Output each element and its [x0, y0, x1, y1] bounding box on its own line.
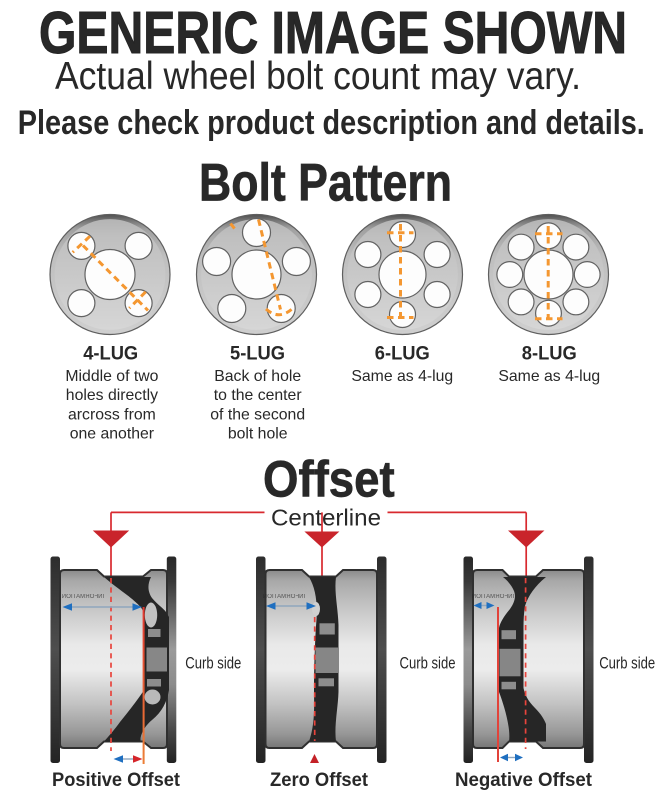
svg-text:INFORMATION: INFORMATION	[472, 594, 515, 600]
svg-text:one another: one another	[70, 425, 154, 442]
svg-text:5-LUG: 5-LUG	[230, 343, 285, 364]
svg-text:Centerline: Centerline	[271, 505, 381, 531]
svg-text:Curb side: Curb side	[185, 653, 241, 672]
svg-text:INFORMATION: INFORMATION	[62, 594, 105, 600]
svg-text:Curb side: Curb side	[400, 653, 456, 672]
svg-text:to the center: to the center	[214, 387, 302, 404]
svg-text:Bolt Pattern: Bolt Pattern	[199, 154, 452, 213]
svg-text:bolt hole: bolt hole	[228, 425, 288, 442]
svg-text:Middle of two: Middle of two	[65, 368, 158, 385]
svg-text:Actual wheel bolt count may va: Actual wheel bolt count may vary.	[55, 55, 581, 98]
svg-text:8-LUG: 8-LUG	[522, 343, 577, 364]
svg-text:Same as 4-lug: Same as 4-lug	[351, 368, 453, 385]
svg-text:Please check product descripti: Please check product description and det…	[18, 104, 645, 142]
svg-text:Curb side: Curb side	[599, 653, 655, 672]
svg-text:Positive Offset: Positive Offset	[52, 770, 181, 791]
svg-text:of the second: of the second	[210, 406, 305, 423]
svg-text:Same as 4-lug: Same as 4-lug	[498, 368, 600, 385]
svg-text:Offset: Offset	[263, 451, 395, 508]
svg-text:Back of hole: Back of hole	[214, 368, 301, 385]
svg-text:Zero Offset: Zero Offset	[270, 770, 369, 791]
svg-text:6-LUG: 6-LUG	[375, 343, 430, 364]
svg-text:holes directly: holes directly	[66, 387, 158, 404]
svg-text:arcross from: arcross from	[68, 406, 156, 423]
svg-text:INFORMATION: INFORMATION	[263, 594, 306, 600]
svg-text:GENERIC IMAGE SHOWN: GENERIC IMAGE SHOWN	[39, 1, 627, 66]
svg-text:Negative Offset: Negative Offset	[455, 770, 593, 791]
svg-text:4-LUG: 4-LUG	[83, 343, 138, 364]
